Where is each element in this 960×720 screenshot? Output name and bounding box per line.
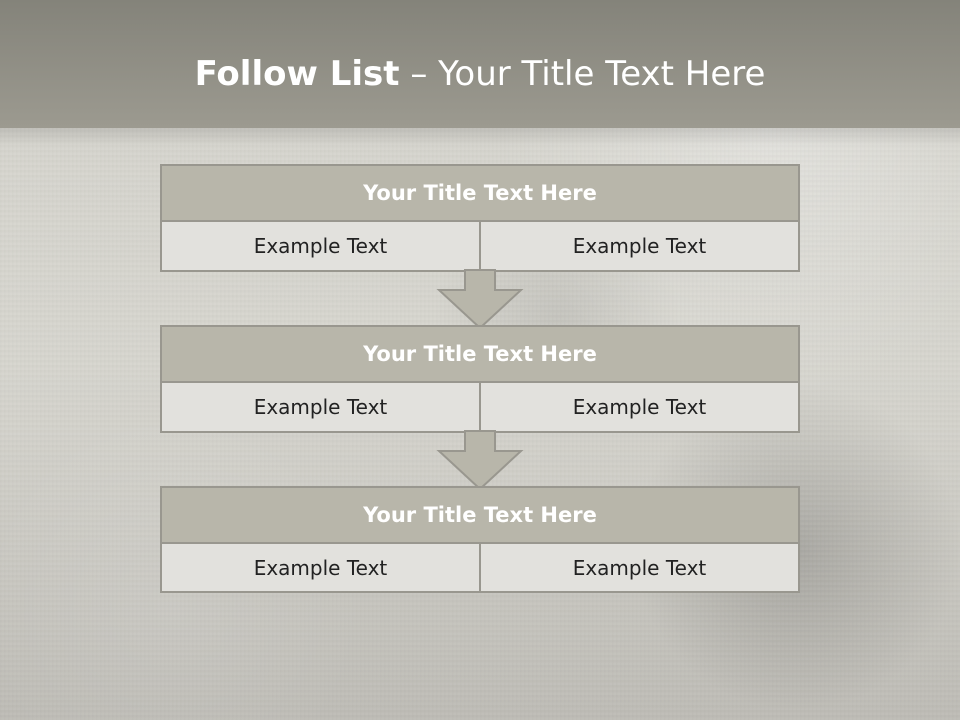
flow-box-2-left-text: Example Text bbox=[162, 383, 479, 431]
flow-box-3: Your Title Text Here Example Text Exampl… bbox=[160, 486, 800, 593]
flow-box-2-body: Example Text Example Text bbox=[162, 383, 798, 431]
flow-box-1: Your Title Text Here Example Text Exampl… bbox=[160, 164, 800, 272]
flow-box-2: Your Title Text Here Example Text Exampl… bbox=[160, 325, 800, 433]
flow-box-3-right-text: Example Text bbox=[479, 544, 798, 591]
page-title: Follow List – Your Title Text Here bbox=[0, 53, 960, 95]
flow-box-3-title: Your Title Text Here bbox=[162, 488, 798, 544]
flow-box-2-right-text: Example Text bbox=[479, 383, 798, 431]
top-band bbox=[0, 0, 960, 128]
flow-box-3-left-text: Example Text bbox=[162, 544, 479, 591]
flow-box-3-body: Example Text Example Text bbox=[162, 544, 798, 591]
flow-box-1-body: Example Text Example Text bbox=[162, 222, 798, 270]
top-band-shadow bbox=[0, 128, 960, 146]
flow-box-1-left-text: Example Text bbox=[162, 222, 479, 270]
flow-box-1-right-text: Example Text bbox=[479, 222, 798, 270]
arrow-down-icon bbox=[436, 269, 524, 330]
flow-box-1-title: Your Title Text Here bbox=[162, 166, 798, 222]
page-title-main: Follow List bbox=[194, 54, 400, 94]
arrow-down-icon bbox=[436, 430, 524, 491]
page-title-suffix: Your Title Text Here bbox=[438, 54, 766, 94]
page-title-separator: – bbox=[410, 54, 428, 94]
flow-box-2-title: Your Title Text Here bbox=[162, 327, 798, 383]
